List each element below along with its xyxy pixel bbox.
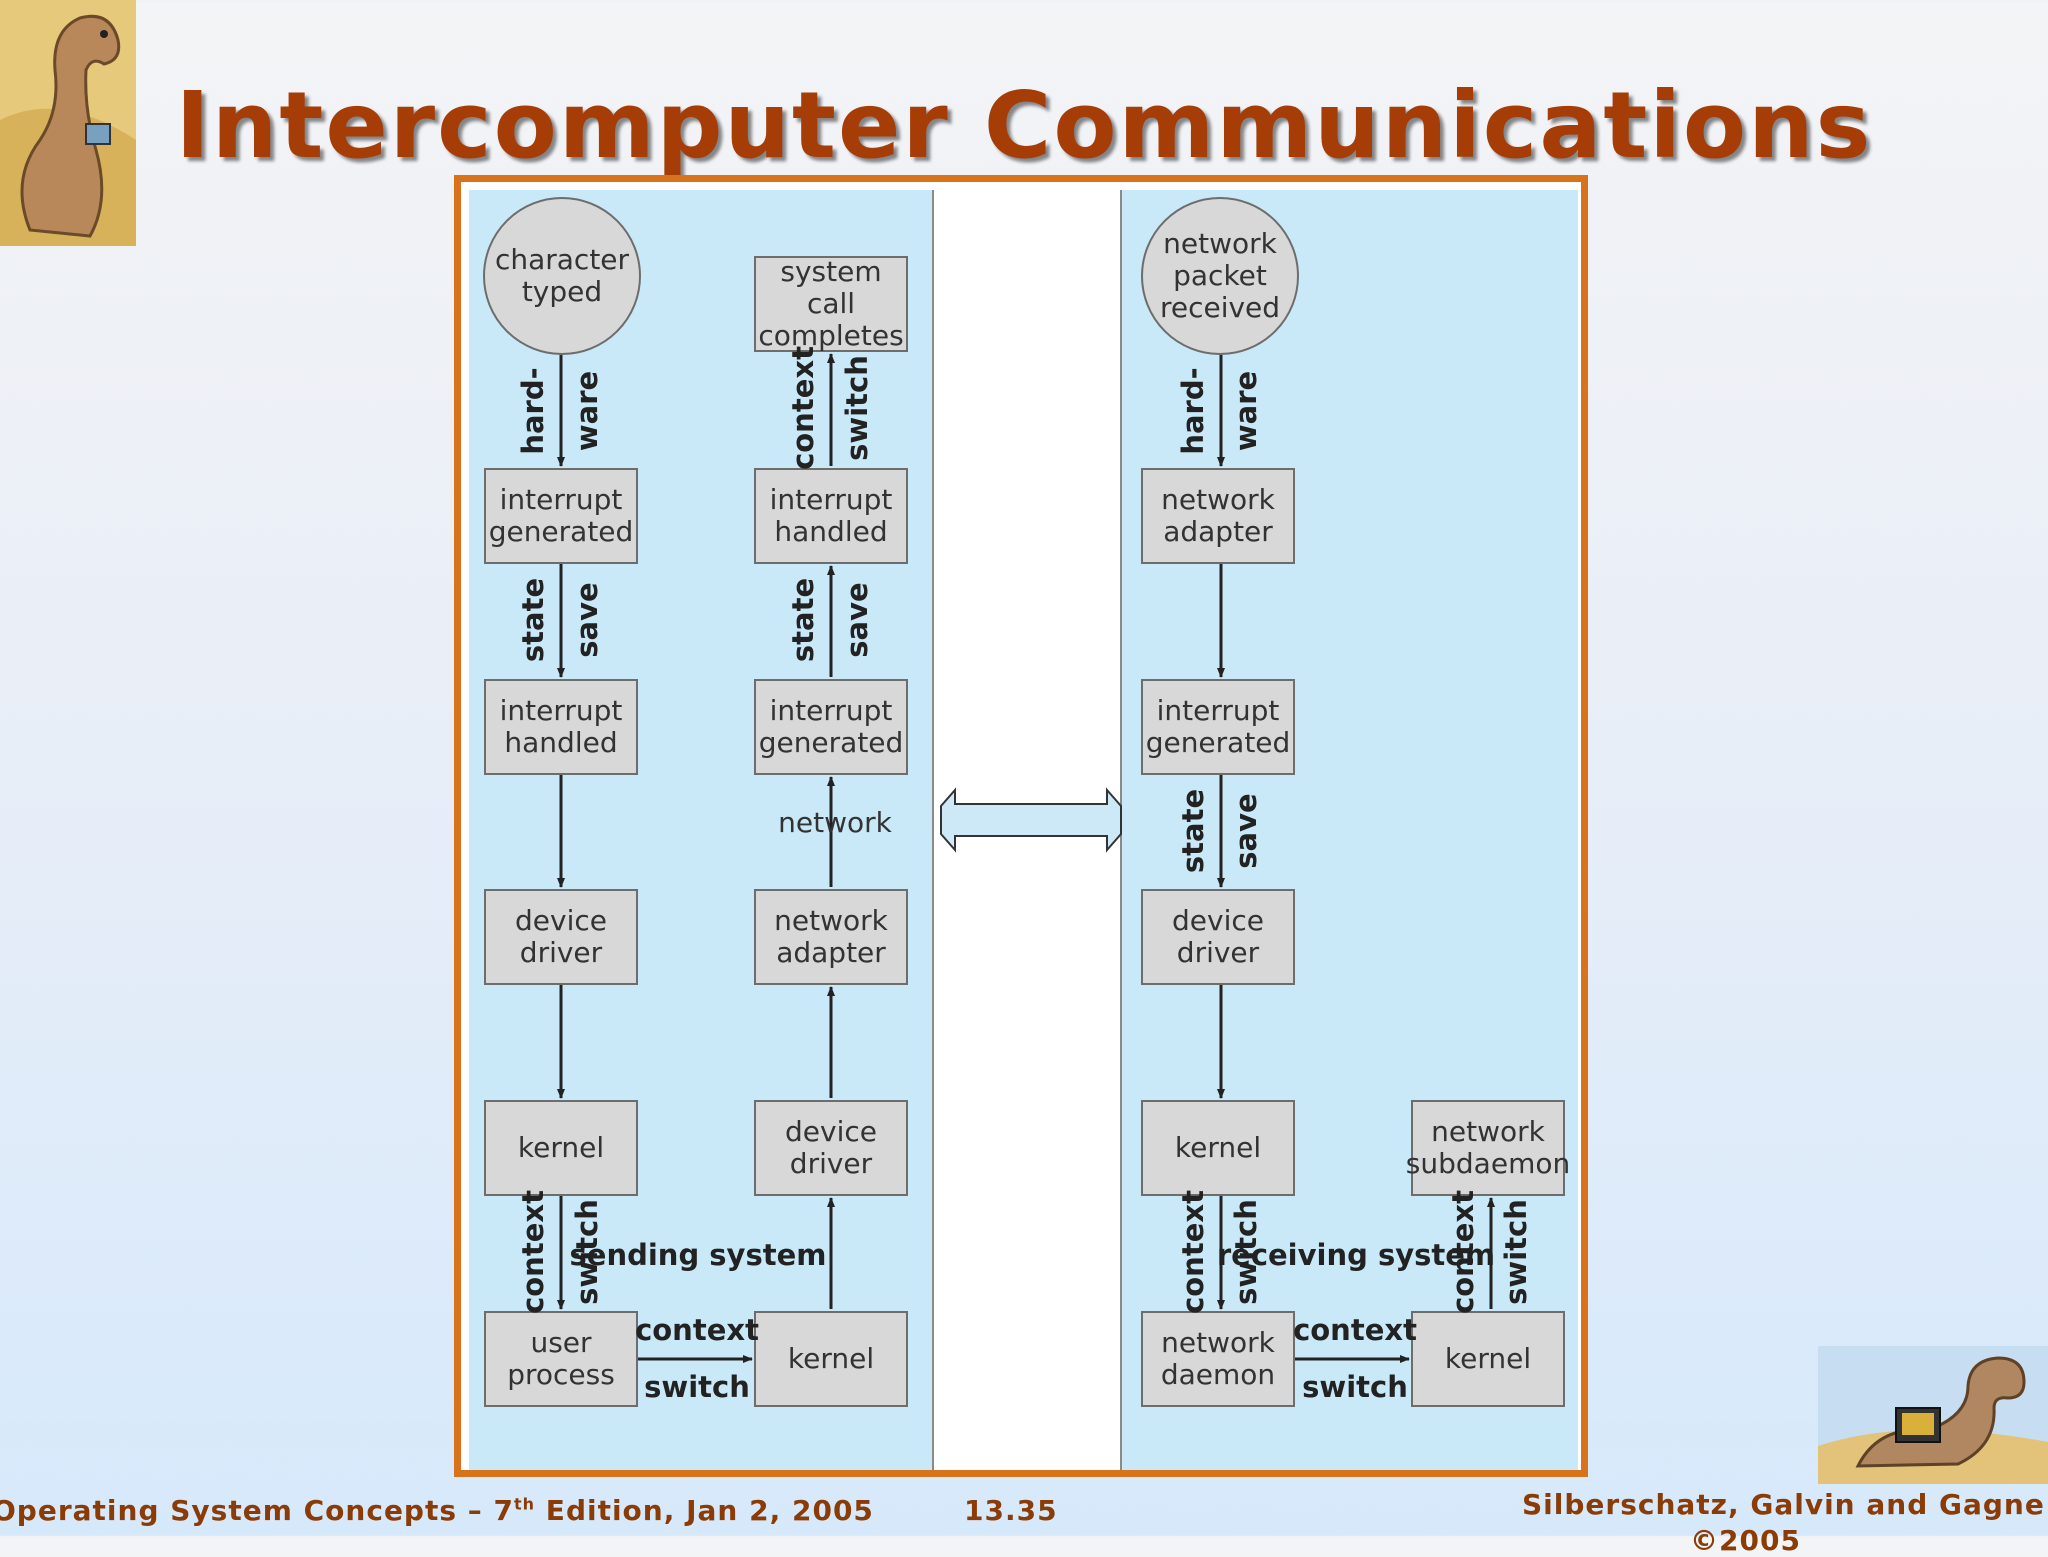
device-driver-node: device driver xyxy=(484,889,638,985)
kernel-node: kernel xyxy=(1411,1311,1565,1407)
sending-system-panel xyxy=(469,190,934,1470)
network-adapter-node: network adapter xyxy=(1141,468,1295,564)
kernel-node: kernel xyxy=(754,1311,908,1407)
arrow-label-switch: switch xyxy=(1302,1370,1408,1404)
footer-slide-number: 13.35 xyxy=(964,1494,1058,1527)
receiving-system-label: receiving system xyxy=(1216,1238,1496,1272)
kernel-node: kernel xyxy=(1141,1100,1295,1196)
device-driver-node: device driver xyxy=(1141,889,1295,985)
arrow-label-switch: switch xyxy=(644,1370,750,1404)
interrupt-generated-node: interrupt generated xyxy=(1141,679,1295,775)
dinosaur-laptop-illustration xyxy=(1818,1346,2048,1484)
interrupt-generated-node: interrupt generated xyxy=(484,468,638,564)
dinosaur-reading-illustration xyxy=(0,0,136,246)
footer-copyright: ©2005 xyxy=(1690,1524,1801,1557)
network-subdaemon-node: network subdaemon xyxy=(1406,1100,1570,1196)
network-daemon-node: network daemon xyxy=(1141,1311,1295,1407)
interrupt-handled-node: interrupt handled xyxy=(484,679,638,775)
interrupt-handled-node: interrupt handled xyxy=(754,468,908,564)
footer-authors: Silberschatz, Galvin and Gagne xyxy=(1522,1488,2045,1521)
user-process-node: user process xyxy=(484,1311,638,1407)
sending-system-label: sending system xyxy=(569,1238,827,1272)
network-adapter-node: network adapter xyxy=(754,889,908,985)
kernel-node: kernel xyxy=(484,1100,638,1196)
arrow-label-context: context xyxy=(1293,1313,1417,1347)
network-label: network xyxy=(778,806,892,839)
arrow-label-context: context xyxy=(635,1313,759,1347)
character-typed-node: character typed xyxy=(483,197,641,355)
device-driver-node: device driver xyxy=(754,1100,908,1196)
system-call-completes-node: system call completes xyxy=(754,256,908,352)
slide-title: Intercomputer Communications xyxy=(175,72,1873,179)
interrupt-generated-node: interrupt generated xyxy=(754,679,908,775)
network-double-arrow xyxy=(940,787,1122,853)
footer-book-title: Operating System Concepts – 7th Edition,… xyxy=(0,1494,874,1527)
network-packet-received-node: network packet received xyxy=(1141,197,1299,355)
